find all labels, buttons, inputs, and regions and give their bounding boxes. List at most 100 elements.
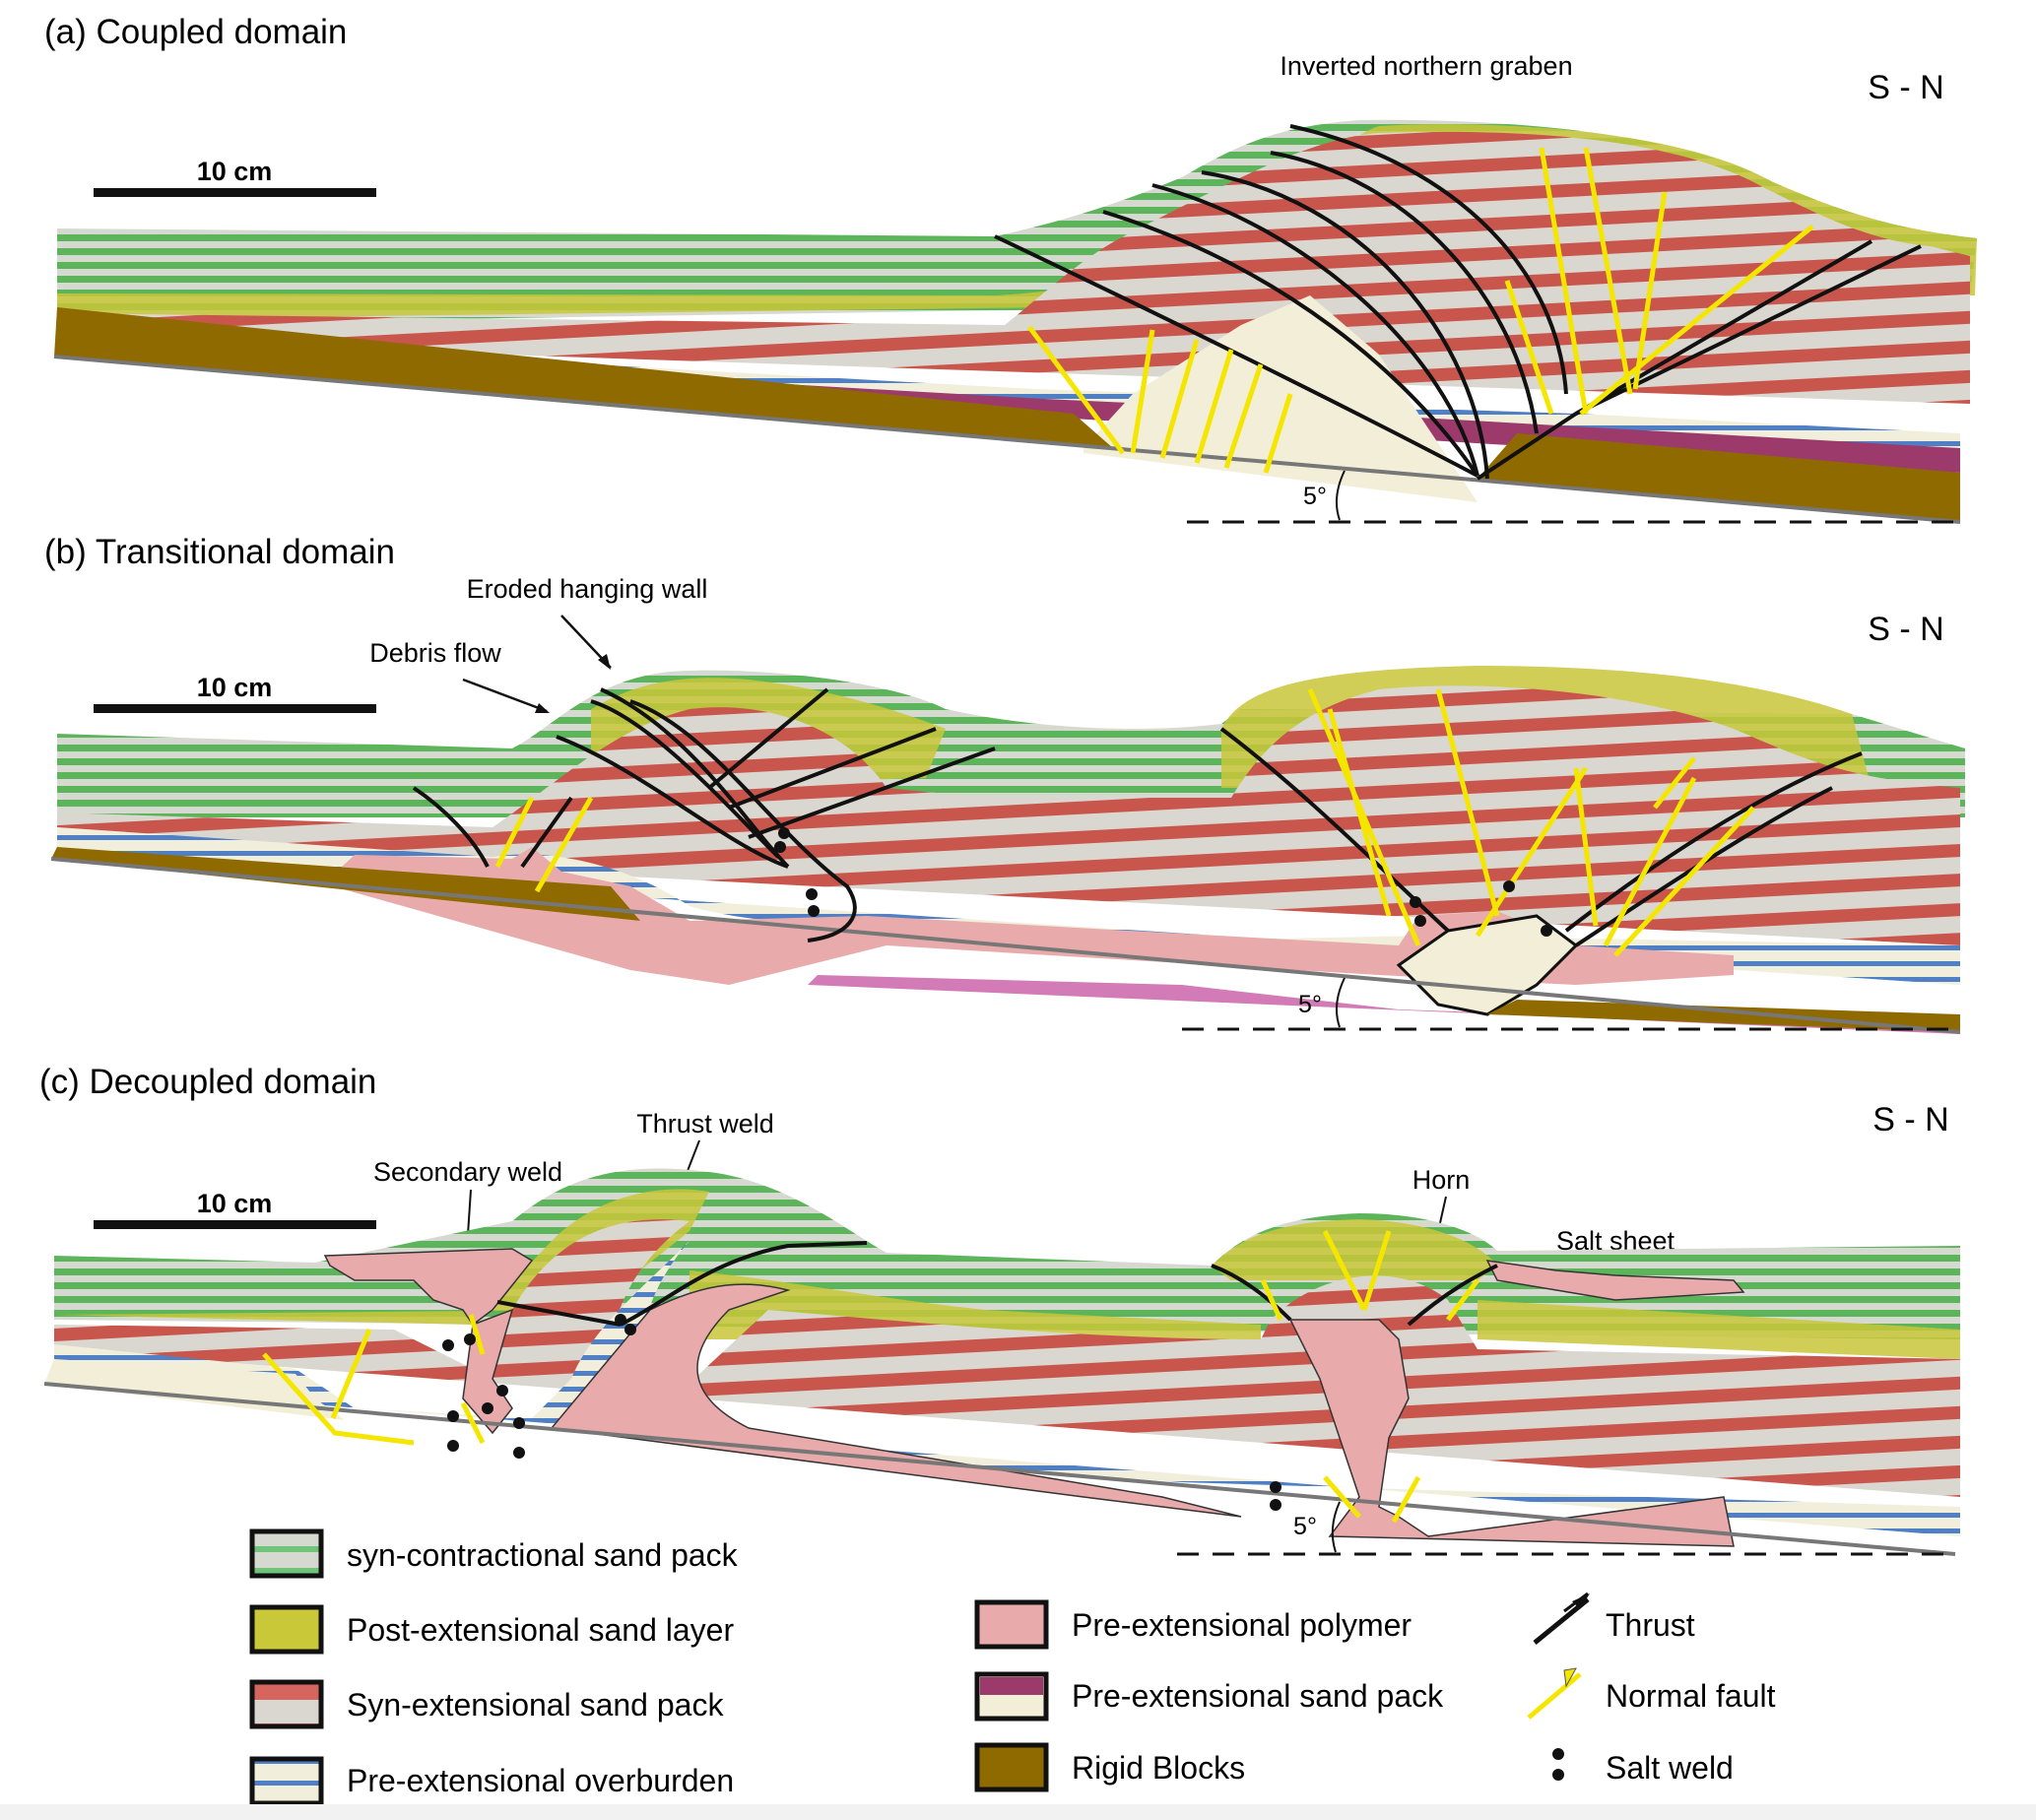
panel-a-angle-arc <box>1335 470 1346 521</box>
panel-c: (c) Decoupled domain Thrust weld Seconda… <box>39 1063 1960 1556</box>
panel-c-direction: S - N <box>1872 1101 1948 1138</box>
panel-a: (a) Coupled domain Inverted northern gra… <box>44 13 1977 524</box>
panel-a-title: (a) Coupled domain <box>44 13 347 51</box>
panel-c-normal-faults <box>262 1229 1479 1524</box>
legend-label: Normal fault <box>1606 1678 1776 1714</box>
panel-c-scale-label: 10 cm <box>197 1189 273 1218</box>
debris-flow-arrow <box>462 678 548 713</box>
panel-c-title: (c) Decoupled domain <box>39 1063 376 1101</box>
salt-weld-dot <box>774 841 786 853</box>
panel-b-polymer <box>340 847 1734 985</box>
panel-c-angle-label: 5° <box>1293 1513 1317 1540</box>
salt-weld-dot <box>624 1324 636 1335</box>
legend-label: Pre-extensional sand pack <box>1072 1678 1444 1714</box>
panel-c-post-extensional-layer <box>54 1189 1960 1359</box>
panel-b-basal-detachment <box>50 857 1961 1034</box>
salt-weld-dot <box>482 1402 493 1414</box>
pre-extensional-overburden-swatch <box>249 1756 324 1806</box>
legend-label: Post-extensional sand layer <box>347 1612 734 1648</box>
panel-a-direction: S - N <box>1868 69 1943 106</box>
panel-b-syn-extensional-pack <box>57 685 1960 945</box>
annotation-thrust-weld: Thrust weld <box>636 1109 774 1138</box>
eroded-hanging-wall-arrowhead <box>598 654 611 670</box>
annotation-horn: Horn <box>1412 1165 1471 1195</box>
legend-label: Syn-extensional sand pack <box>347 1687 724 1722</box>
panel-a-thrust-faults <box>994 124 1922 481</box>
panel-a-normal-faults <box>1026 147 1814 474</box>
panel-b-salt-welds <box>774 827 1552 937</box>
legend-label: Pre-extensional overburden <box>347 1763 734 1798</box>
panel-a-graben-core <box>1084 295 1478 502</box>
salt-weld-dot <box>447 1410 459 1422</box>
salt-weld-dot <box>615 1314 626 1326</box>
salt-weld-dot <box>1541 925 1552 937</box>
legend-item-rigid-blocks: Rigid Blocks <box>974 1742 1245 1792</box>
legend-item-thrust: Thrust <box>1533 1592 1695 1645</box>
panel-b: (b) Transitional domain Eroded hanging w… <box>44 533 1965 1034</box>
panel-c-salt-welds <box>442 1314 1281 1511</box>
debris-flow-arrowhead <box>535 703 550 713</box>
syn-extensional-swatch <box>249 1679 324 1729</box>
salt-weld-dot <box>513 1447 525 1459</box>
polymer-swatch <box>974 1599 1049 1650</box>
legend-label: Rigid Blocks <box>1072 1750 1245 1786</box>
panel-a-rigid-block-south <box>54 307 1113 448</box>
panel-a-angle-label: 5° <box>1303 483 1327 510</box>
panel-c-polymer <box>323 1248 1745 1547</box>
legend: syn-contractional sand pack Post-extensi… <box>249 1528 1776 1806</box>
legend-item-polymer: Pre-extensional polymer <box>974 1599 1412 1650</box>
legend-label: syn-contractional sand pack <box>347 1537 739 1573</box>
panel-c-angle-arc <box>1331 1501 1341 1553</box>
thrust-fault-icon <box>1533 1592 1590 1645</box>
panel-c-basal-detachment <box>43 1382 1956 1556</box>
annotation-secondary-weld: Secondary weld <box>373 1157 562 1187</box>
legend-label: Thrust <box>1606 1607 1695 1643</box>
salt-weld-icon <box>1552 1748 1564 1781</box>
panel-a-scale-bar <box>94 188 376 197</box>
legend-label: Salt weld <box>1606 1750 1734 1786</box>
salt-weld-dot <box>496 1385 508 1397</box>
panel-b-scale-bar <box>94 704 376 713</box>
legend-item-salt-weld: Salt weld <box>1552 1748 1734 1786</box>
salt-weld-dot <box>1270 1481 1281 1493</box>
bottom-band <box>0 1804 2036 1820</box>
annotation-eroded-hanging-wall: Eroded hanging wall <box>467 574 708 604</box>
panel-b-graben-core <box>1396 914 1579 1016</box>
salt-weld-dot <box>1503 880 1515 892</box>
legend-item-pre-extensional-overburden: Pre-extensional overburden <box>249 1756 734 1806</box>
panel-b-angle-arc <box>1335 977 1346 1028</box>
salt-weld-dot <box>1410 896 1421 908</box>
legend-item-post-extensional-layer: Post-extensional sand layer <box>249 1604 734 1655</box>
panel-b-scale-label: 10 cm <box>197 673 273 702</box>
annotation-debris-flow: Debris flow <box>369 638 501 668</box>
panel-c-pre-extensional-overburden <box>54 1241 1960 1536</box>
panel-b-title: (b) Transitional domain <box>44 533 395 571</box>
salt-weld-dot <box>447 1440 459 1452</box>
salt-weld-dot <box>1414 915 1426 927</box>
annotation-inverted-northern-graben: Inverted northern graben <box>1280 51 1572 81</box>
pre-extensional-sand-pack-swatch-top <box>980 1677 1043 1695</box>
panel-a-basal-detachment <box>53 355 1961 524</box>
panel-c-syn-extensional-pack <box>54 1219 1960 1497</box>
panel-b-rigid-block-north <box>1487 1000 1960 1032</box>
panel-b-angle-label: 5° <box>1298 991 1322 1018</box>
salt-weld-dot <box>464 1333 476 1345</box>
salt-weld-dot <box>1270 1499 1281 1511</box>
legend-item-syn-contractional: syn-contractional sand pack <box>249 1528 739 1579</box>
panel-a-rigid-block-north <box>1478 433 1960 522</box>
panel-a-scale-label: 10 cm <box>197 157 273 186</box>
salt-weld-dot <box>442 1339 454 1351</box>
panel-c-thrust-faults <box>496 1241 1498 1327</box>
syn-contractional-swatch <box>249 1528 324 1579</box>
panel-b-direction: S - N <box>1868 611 1943 648</box>
salt-weld-dot <box>778 827 790 839</box>
legend-item-syn-extensional: Syn-extensional sand pack <box>249 1679 724 1729</box>
salt-weld-dot <box>806 888 818 900</box>
normal-fault-icon <box>1527 1667 1582 1720</box>
salt-weld-dot <box>808 905 820 917</box>
legend-label: Pre-extensional polymer <box>1072 1607 1412 1643</box>
salt-weld-dot <box>513 1417 525 1429</box>
panel-c-scale-bar <box>94 1220 376 1229</box>
legend-item-pre-extensional-sand-pack: Pre-extensional sand pack <box>974 1671 1444 1722</box>
